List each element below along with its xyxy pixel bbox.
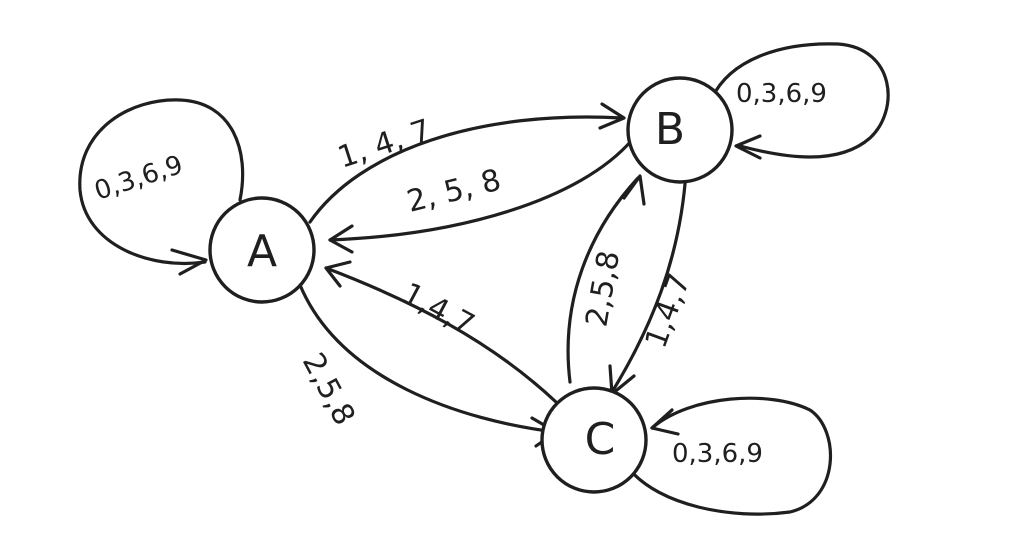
node-b-label: B: [655, 104, 685, 155]
edge-b-to-a-curve: [328, 138, 634, 242]
node-c-label: C: [585, 414, 616, 465]
loop-a-curve: [78, 98, 245, 266]
edge-b-to-a-label: 2, 5, 8: [403, 163, 504, 220]
loop-c-arrowhead: [650, 408, 680, 436]
loop-c: 0,3,6,9: [628, 396, 833, 516]
loop-b: 0,3,6,9: [710, 42, 890, 160]
edge-b-to-c-curve: [610, 170, 688, 394]
loop-a-label: 0,3,6,9: [91, 150, 187, 207]
node-b[interactable]: B: [626, 76, 734, 184]
edge-c-to-a-label: 1,4,7: [396, 276, 480, 343]
edge-a-to-c-curve: [298, 283, 557, 434]
edge-b-to-c-label: 1,4,7: [639, 269, 698, 353]
node-a[interactable]: A: [208, 196, 316, 304]
edge-c-to-b: 2,5,8: [566, 174, 646, 384]
edge-c-to-a-arrowhead: [324, 260, 352, 288]
edge-a-to-b-arrowhead: [598, 102, 626, 130]
loop-b-label: 0,3,6,9: [736, 79, 827, 109]
loop-b-curve: [710, 42, 890, 159]
node-c[interactable]: C: [540, 386, 648, 494]
edge-a-to-c-label: 2,5,8: [295, 347, 362, 431]
edge-c-to-a: 1,4,7: [324, 260, 558, 404]
node-c-circle[interactable]: [540, 386, 648, 494]
node-a-circle[interactable]: [208, 196, 316, 304]
loop-b-arrowhead: [734, 134, 762, 160]
edge-a-to-b-curve: [308, 115, 624, 224]
loop-c-label: 0,3,6,9: [672, 439, 763, 469]
loop-a-arrowhead: [170, 248, 208, 276]
edge-a-to-b-label: 1, 4, 7: [334, 113, 436, 176]
edge-c-to-b-arrowhead: [622, 174, 646, 206]
node-a-label: A: [247, 226, 277, 277]
edge-b-to-a-arrowhead: [328, 224, 354, 254]
loop-c-curve: [628, 396, 833, 516]
edge-c-to-b-curve: [566, 176, 640, 384]
node-b-circle[interactable]: [626, 76, 734, 184]
edge-b-to-c: 1,4,7: [608, 170, 698, 396]
edge-c-to-a-curve: [324, 266, 558, 404]
